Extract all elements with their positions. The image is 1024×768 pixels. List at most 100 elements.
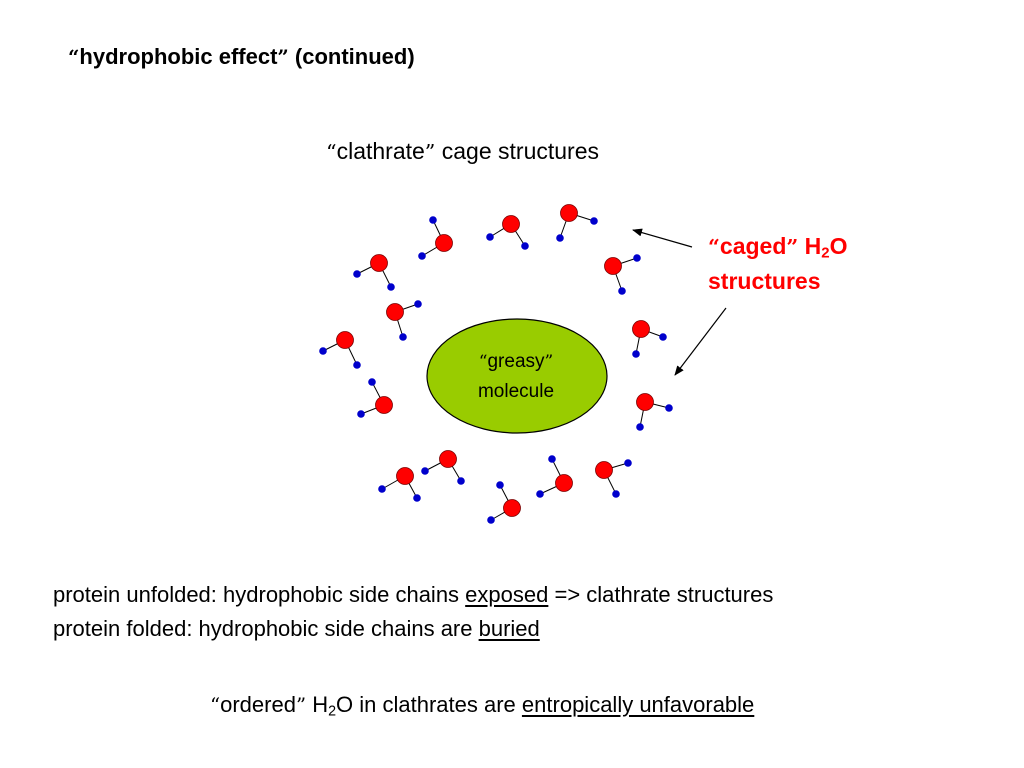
hydrogen-atom: [665, 404, 673, 412]
hydrogen-atom: [357, 410, 365, 418]
oxygen-atom: [370, 254, 388, 272]
greasy-label-line1: “greasy”: [430, 347, 602, 377]
greasy-molecule: [426, 318, 608, 434]
formula-subscript: 2: [328, 703, 337, 720]
hydrogen-atom: [612, 490, 620, 498]
hydrogen-atom: [368, 378, 376, 386]
caged-water-label: “caged” H2O structures: [708, 229, 918, 298]
folded-emphasis: buried: [478, 616, 540, 641]
open-quote: “: [210, 694, 221, 717]
oxygen-atom: [555, 474, 573, 492]
water-molecule: [378, 467, 421, 502]
water-molecule: [319, 331, 361, 369]
water-molecule: [421, 450, 465, 485]
oxygen-atom: [386, 303, 404, 321]
open-quote: “: [326, 140, 337, 164]
open-quote: “: [68, 45, 80, 69]
arrow-to-cage-top: [632, 228, 693, 248]
hydrogen-atom: [636, 423, 644, 431]
hydrogen-atom: [414, 300, 422, 308]
close-quote: ”: [295, 694, 307, 717]
water-molecule: [487, 481, 521, 524]
oxygen-atom: [604, 257, 622, 275]
hydrogen-atom: [319, 347, 327, 355]
oxygen-atom: [375, 396, 393, 414]
caged-water-label-line1: “caged” H2O: [708, 229, 918, 264]
folding-statements: protein unfolded: hydrophobic side chain…: [53, 578, 773, 646]
hydrogen-atom: [632, 350, 640, 358]
formula-subscript: 2: [821, 244, 830, 262]
unfolded-emphasis: exposed: [465, 582, 549, 607]
water-molecule: [486, 215, 529, 250]
oxygen-atom: [336, 331, 354, 349]
hydrogen-atom: [659, 333, 667, 341]
water-molecule: [595, 459, 632, 498]
hydrogen-atom: [378, 485, 386, 493]
hydrogen-atom: [496, 481, 504, 489]
footer-statement: “ordered” H2O in clathrates are entropic…: [210, 688, 754, 723]
water-molecule: [604, 254, 641, 295]
folded-prefix: protein folded: hydrophobic side chains …: [53, 616, 479, 641]
close-quote: ”: [786, 235, 799, 259]
title-rest: (continued): [288, 44, 415, 69]
footer-emphasis: entropically unfavorable: [521, 692, 755, 717]
subtitle-rest: cage structures: [435, 138, 600, 164]
oxygen-atom: [435, 234, 453, 252]
hydrogen-atom: [399, 333, 407, 341]
formula-prefix: H: [798, 233, 822, 259]
oxygen-atom: [502, 215, 520, 233]
hydrogen-atom: [521, 242, 529, 250]
water-molecule: [386, 300, 422, 341]
oxygen-atom: [439, 450, 457, 468]
formula-suffix: O: [829, 233, 848, 259]
greasy-label-line2: molecule: [477, 381, 555, 402]
caged-water-label-line2: structures: [708, 268, 821, 294]
title-term: hydrophobic effect: [79, 44, 278, 69]
hydrogen-atom: [429, 216, 437, 224]
oxygen-atom: [595, 461, 613, 479]
oxygen-atom: [632, 320, 650, 338]
hydrogen-atom: [548, 455, 556, 463]
water-molecule: [556, 204, 598, 242]
water-molecule: [632, 320, 667, 358]
hydrogen-atom: [624, 459, 632, 467]
greasy-molecule-label: “greasy” molecule: [430, 347, 602, 406]
folded-statement: protein folded: hydrophobic side chains …: [53, 612, 773, 646]
water-molecule: [357, 378, 393, 418]
slide-title: “hydrophobic effect” (continued): [68, 40, 415, 74]
hydrogen-atom: [421, 467, 429, 475]
hydrogen-atom: [486, 233, 494, 241]
unfolded-statement: protein unfolded: hydrophobic side chain…: [53, 578, 773, 612]
oxygen-atom: [560, 204, 578, 222]
oxygen-atom: [636, 393, 654, 411]
close-quote: ”: [424, 140, 436, 164]
close-quote: ”: [544, 352, 554, 372]
hydrogen-atom: [487, 516, 495, 524]
oxygen-atom: [503, 499, 521, 517]
footer-term: ordered: [220, 692, 296, 717]
water-molecule: [636, 393, 673, 431]
subtitle-term: clathrate: [336, 138, 425, 164]
hydrogen-atom: [353, 361, 361, 369]
hydrogen-atom: [590, 217, 598, 225]
water-molecules: [319, 204, 673, 524]
unfolded-suffix: => clathrate structures: [548, 582, 774, 607]
hydrogen-atom: [556, 234, 564, 242]
hydrogen-atom: [633, 254, 641, 262]
hydrogen-atom: [413, 494, 421, 502]
open-quote: “: [478, 352, 488, 372]
caged-term: caged: [719, 233, 787, 259]
hydrogen-atom: [536, 490, 544, 498]
subtitle: “clathrate” cage structures: [326, 134, 599, 169]
unfolded-prefix: protein unfolded: hydrophobic side chain…: [53, 582, 466, 607]
water-molecule: [418, 216, 453, 260]
water-molecule: [353, 254, 395, 291]
hydrogen-atom: [418, 252, 426, 260]
hydrogen-atom: [457, 477, 465, 485]
greasy-term: greasy: [487, 351, 545, 372]
hydrogen-atom: [618, 287, 626, 295]
formula-prefix: H: [306, 692, 329, 717]
open-quote: “: [708, 235, 720, 259]
water-molecule: [536, 455, 573, 498]
